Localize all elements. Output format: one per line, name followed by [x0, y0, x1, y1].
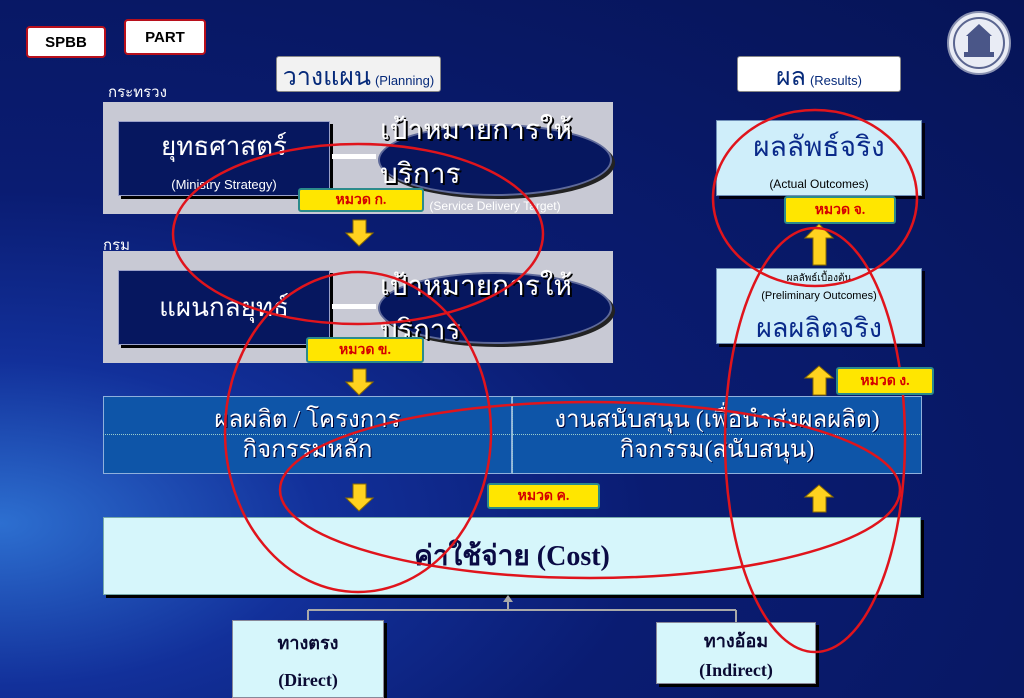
ministry-label: กระทรวง: [108, 85, 167, 101]
service-target-title: เป้าหมายการให้บริการ: [380, 114, 572, 190]
outputs-line2: กิจกรรมหลัก: [242, 437, 373, 463]
preliminary-outcomes-subtitle: (Preliminary Outcomes): [761, 290, 877, 302]
preliminary-outcomes-title: ผลผลิตจริง: [756, 313, 882, 343]
actual-outcomes-box: ผลลัพธ์จริง (Actual Outcomes): [716, 120, 922, 196]
up-arrow-icon: [803, 365, 835, 396]
results-header: ผล (Results): [737, 56, 901, 92]
preliminary-outcomes-box: ผลลัพธ์เบื้องต้น (Preliminary Outcomes) …: [716, 268, 922, 344]
service-target-oval: เป้าหมายการให้บริการ (Service Delivery T…: [378, 115, 612, 213]
connector-line: [332, 304, 376, 309]
badge-section-b: หมวด ข.: [306, 337, 424, 363]
service-target-subtitle: (Service Delivery Target): [429, 198, 561, 213]
results-subtitle: (Results): [809, 73, 862, 88]
dotted-divider: [512, 396, 513, 474]
badge-section-e: หมวด จ.: [784, 196, 896, 224]
part-tag: PART: [124, 19, 206, 55]
strategic-plan-title: แผนกลยุทธ์: [159, 293, 289, 322]
department-label: กรม: [103, 238, 131, 254]
dept-service-target-oval: เป้าหมายการให้บริการ: [378, 271, 612, 346]
spbb-tag: SPBB: [26, 26, 106, 58]
support-line1: งานสนับสนุน (เพื่อนำส่งผลผลิต): [554, 407, 880, 433]
badge-section-c: หมวด ค.: [487, 483, 600, 509]
actual-outcomes-subtitle: (Actual Outcomes): [769, 177, 869, 191]
badge-section-d: หมวด ง.: [836, 367, 934, 395]
results-title: ผล: [776, 64, 806, 91]
direct-box: ทางตรง (Direct): [232, 620, 384, 698]
ministry-strategy-subtitle: (Ministry Strategy): [171, 176, 277, 192]
connector-line: [332, 154, 376, 159]
ministry-strategy-box: ยุทธศาสตร์ (Ministry Strategy): [118, 121, 330, 196]
down-arrow-icon: [344, 483, 375, 512]
outputs-line1: ผลผลิต / โครงการ: [214, 407, 401, 433]
cost-box: ค่าใช้จ่าย (Cost): [103, 517, 921, 595]
actual-outcomes-title: ผลลัพธ์จริง: [753, 132, 885, 163]
up-arrow-icon: [503, 595, 513, 602]
ministry-strategy-title: ยุทธศาสตร์: [160, 131, 288, 161]
outputs-box: ผลผลิต / โครงการ กิจกรรมหลัก: [103, 396, 512, 474]
indirect-title: ทางอ้อม: [703, 630, 769, 651]
direct-title: ทางตรง: [277, 632, 339, 653]
government-emblem-icon: [946, 10, 1012, 76]
planning-title: วางแผน: [282, 64, 371, 91]
support-line2: กิจกรรม(สนับสนุน): [619, 437, 815, 463]
preliminary-outcomes-small: ผลลัพธ์เบื้องต้น: [786, 273, 852, 284]
badge-section-a: หมวด ก.: [298, 188, 424, 212]
planning-header: วางแผน (Planning): [276, 56, 441, 92]
indirect-box: ทางอ้อม (Indirect): [656, 622, 816, 684]
indirect-subtitle: (Indirect): [699, 659, 773, 680]
up-arrow-icon: [803, 223, 835, 266]
support-box: งานสนับสนุน (เพื่อนำส่งผลผลิต) กิจกรรม(ส…: [512, 396, 922, 474]
up-arrow-icon: [803, 484, 835, 513]
direct-subtitle: (Direct): [278, 669, 338, 690]
down-arrow-icon: [344, 219, 375, 247]
planning-subtitle: (Planning): [374, 73, 435, 88]
strategic-plan-box: แผนกลยุทธ์: [118, 270, 330, 345]
down-arrow-icon: [344, 368, 375, 396]
